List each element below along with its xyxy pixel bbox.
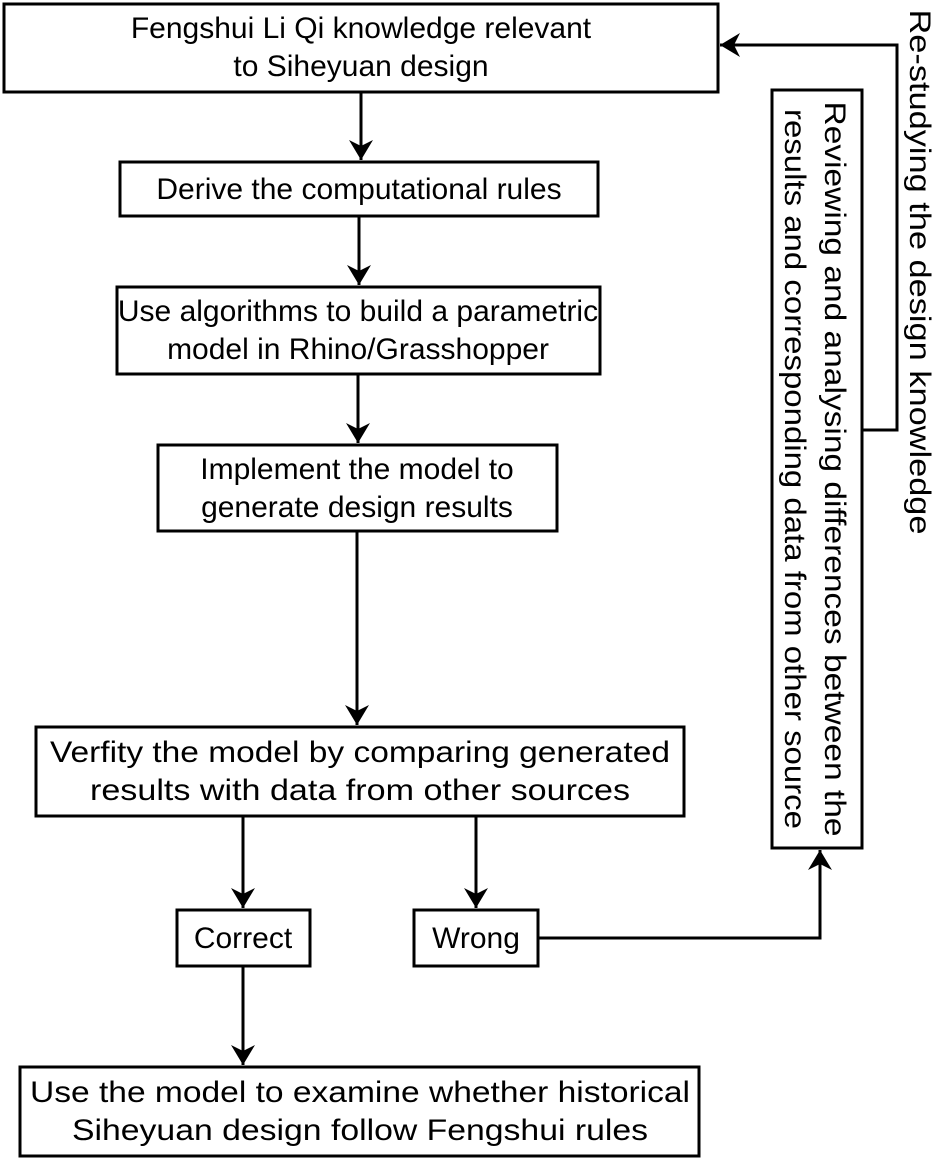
node-knowledge: Fengshui Li Qi knowledge relevant to Sih… [2,2,720,94]
node-build-line1: Use algorithms to build a parametric [118,295,598,328]
arrow-wrong-to-review [538,850,832,940]
node-derive-line1: Derive the computational rules [156,173,561,206]
node-derive: Derive the computational rules [118,160,600,218]
node-verify-line1: Verfity the model by comparing generated [50,736,670,769]
node-review-line2: results and corresponding data from othe… [778,109,811,829]
node-verify-line2: results with data from other sources [90,774,630,807]
node-review: Reviewing and analysing differences betw… [770,88,864,850]
node-correct-label: Correct [194,922,293,955]
node-knowledge-line2: to Siheyuan design [233,50,488,83]
node-review-line1: Reviewing and analysing differences betw… [818,101,851,836]
node-build-line2: model in Rhino/Grasshopper [167,333,549,366]
node-wrong: Wrong [412,908,540,968]
node-examine-line1: Use the model to examine whether histori… [30,1076,690,1109]
node-implement-line2: generate design results [201,491,513,524]
node-wrong-label: Wrong [432,922,520,955]
node-correct: Correct [175,908,312,968]
node-examine: Use the model to examine whether histori… [18,1065,701,1158]
arrow-review-to-knowledge [720,33,899,432]
node-implement-line1: Implement the model to [200,453,514,486]
node-verify: Verfity the model by comparing generated… [34,725,686,818]
node-examine-line2: Siheyuan design follow Fengshui rules [72,1114,648,1147]
node-knowledge-line1: Fengshui Li Qi knowledge relevant [131,12,592,45]
node-implement: Implement the model to generate design r… [156,443,559,533]
node-build: Use algorithms to build a parametric mod… [115,285,602,376]
restudy-label: Re-studying the design knowledge [903,10,936,535]
